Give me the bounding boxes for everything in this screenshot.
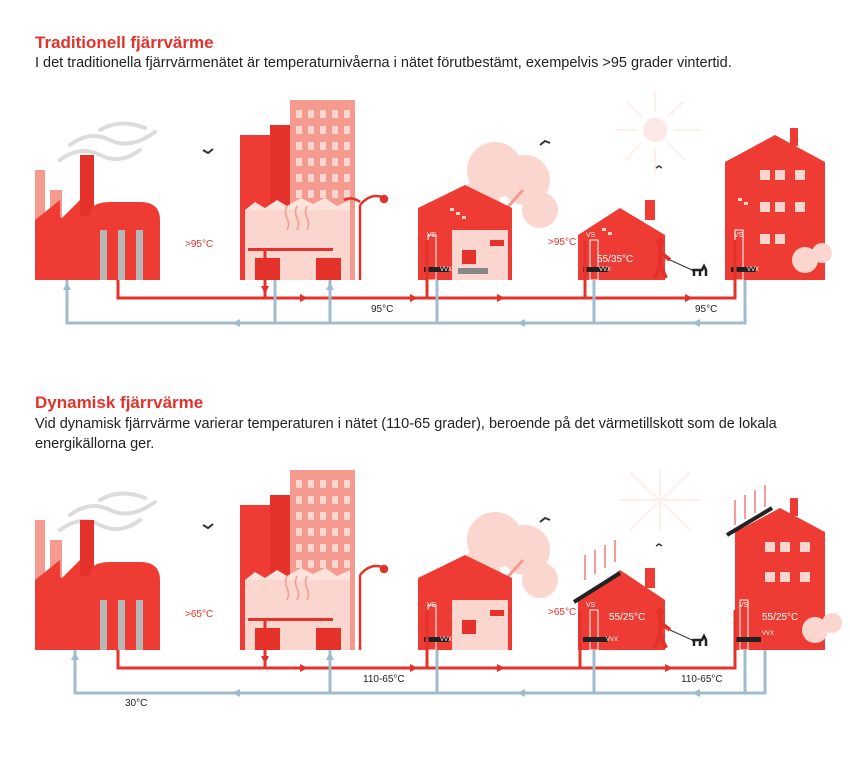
vs-label: VS <box>427 232 437 239</box>
dynamic-description: Vid dynamisk fjärrvärme varierar tempera… <box>35 416 777 452</box>
factory <box>35 155 160 280</box>
apartment-block <box>240 470 355 650</box>
arrows-supply <box>261 656 673 672</box>
vvx-label: VVX <box>606 637 618 643</box>
arrows-return <box>63 282 700 327</box>
supply-temp-label: >95°C <box>185 239 213 250</box>
bird-icon <box>539 516 551 523</box>
vs-label: VS <box>739 602 749 609</box>
traditional-diagram: >95°C >95°C 95°C 95°C 55/35°C VS VS VS V… <box>35 90 832 327</box>
villa <box>418 555 512 651</box>
vvx-label: VVX <box>440 267 452 273</box>
dynamic-title: Dynamisk fjärrvärme <box>35 393 204 412</box>
vvx-label: VVX <box>599 267 611 273</box>
pipe-temp-label: 110-65°C <box>363 674 405 685</box>
return-pipe <box>73 650 767 695</box>
supply-temp-label: >65°C <box>548 607 576 618</box>
traditional-section: Traditionell fjärrvärme I det traditione… <box>35 33 832 327</box>
vs-label: VS <box>586 602 596 609</box>
factory <box>35 520 160 650</box>
vs-label: VS <box>586 232 596 239</box>
sun-icon <box>615 90 700 175</box>
supply-temp-label: >95°C <box>548 237 576 248</box>
person-walking-dog <box>653 238 708 279</box>
arrows-supply <box>261 286 693 302</box>
multi-family-house <box>725 128 832 281</box>
traditional-title: Traditionell fjärrvärme <box>35 33 214 52</box>
smoke-icon <box>58 121 157 162</box>
apartment-temp-label: 55/25°C <box>762 612 798 623</box>
house-temp-label: 55/25°C <box>609 612 645 623</box>
dynamic-section: Dynamisk fjärrvärme Vid dynamisk fjärrvä… <box>0 380 850 759</box>
supply-temp-label: >65°C <box>185 609 213 620</box>
return-temp-label: 30°C <box>125 698 147 709</box>
bird-icon <box>655 543 663 547</box>
vs-label: VS <box>734 232 744 239</box>
multi-family-house-with-solar <box>725 485 842 651</box>
traditional-description: I det traditionella fjärrvärmenätet är t… <box>35 55 732 71</box>
supply-pipe <box>116 610 737 670</box>
vvx-label: VVX <box>440 637 452 643</box>
street-lamp <box>343 194 389 280</box>
bird-icon <box>655 165 663 169</box>
house <box>578 200 665 281</box>
house-with-solar <box>572 540 665 651</box>
return-pipe <box>65 280 747 325</box>
vvx-label: VVX <box>762 631 774 637</box>
apartment-block <box>240 100 355 280</box>
dynamic-diagram: >65°C >65°C 110-65°C 110-65°C 30°C 55/25… <box>35 470 842 709</box>
vs-label: VS <box>427 602 437 609</box>
arrows-return <box>71 652 700 697</box>
pipe-temp-label: 110-65°C <box>681 674 723 685</box>
smoke-icon <box>58 491 157 532</box>
sun-ray-arrows <box>734 485 766 525</box>
villa <box>418 185 512 281</box>
bird-icon <box>202 523 214 530</box>
house-temp-label: 55/35°C <box>597 254 633 265</box>
bird-icon <box>202 148 214 155</box>
bird-icon <box>539 139 551 146</box>
sun-icon <box>620 470 700 531</box>
vvx-label: VVX <box>747 267 759 273</box>
pipe-temp-label: 95°C <box>695 304 717 315</box>
pipe-temp-label: 95°C <box>371 304 393 315</box>
sun-ray-arrows <box>584 540 616 580</box>
person-walking-dog <box>653 608 708 649</box>
street-lamp <box>358 564 389 650</box>
